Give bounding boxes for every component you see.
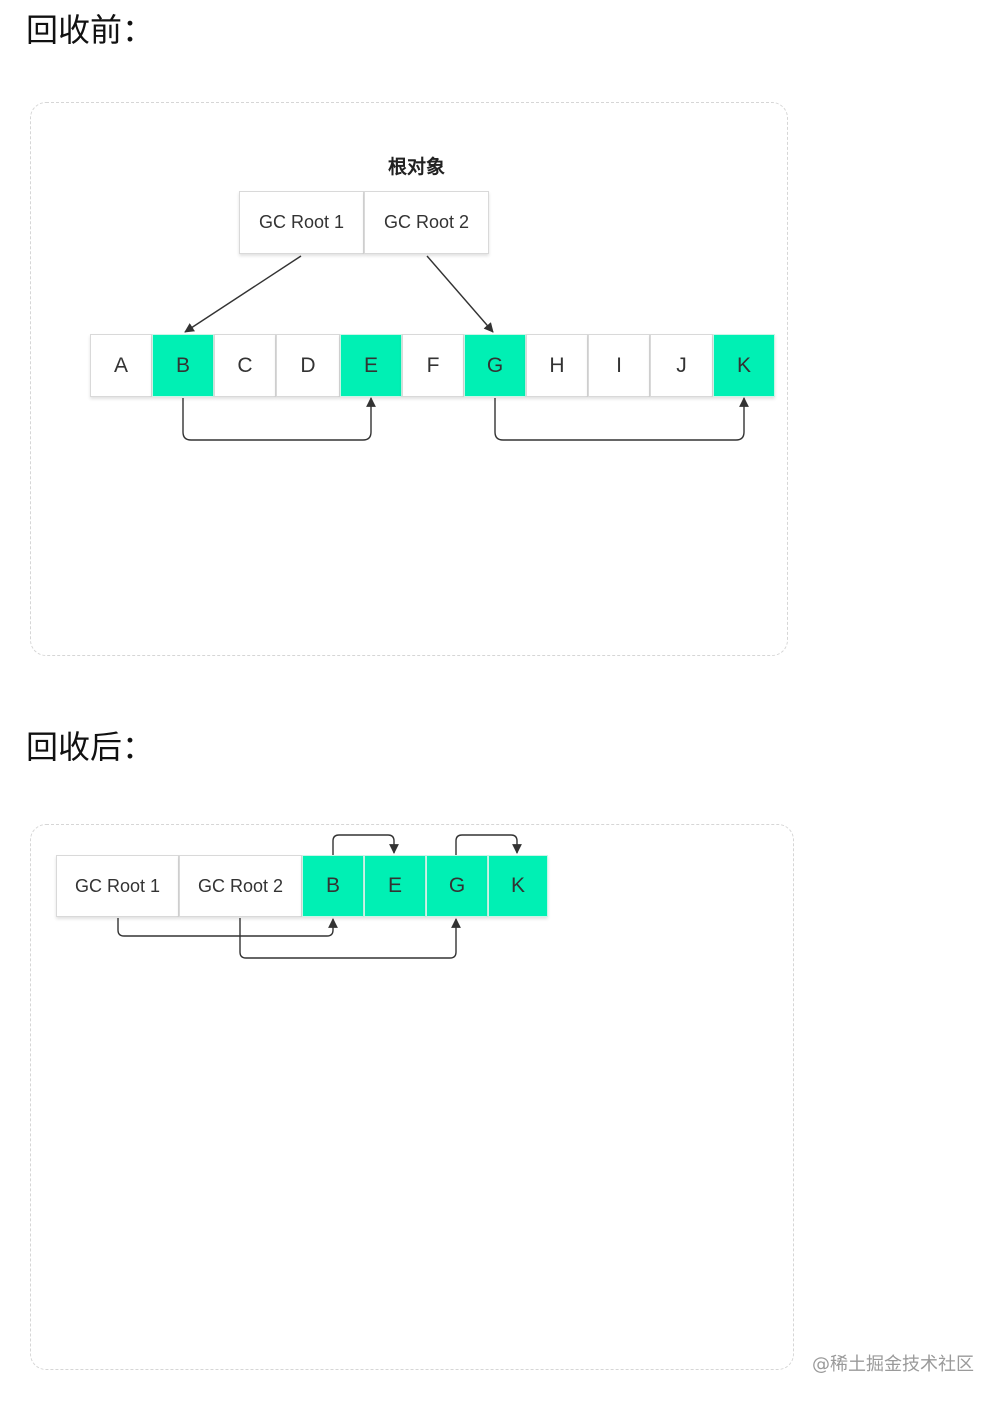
before-cell-e: E xyxy=(340,334,402,397)
before-cell-i: I xyxy=(588,334,650,397)
after-cell-e: E xyxy=(364,855,426,917)
before-cell-j: J xyxy=(650,334,713,397)
before-cell-g: G xyxy=(464,334,526,397)
after-panel xyxy=(30,824,794,1370)
edge-after-b-to-e xyxy=(332,834,399,855)
before-root-caption: 根对象 xyxy=(388,156,446,178)
before-panel xyxy=(30,102,788,656)
before-gc-root-2: GC Root 2 xyxy=(364,191,489,254)
before-cell-b: B xyxy=(152,334,214,397)
after-cell-b: B xyxy=(302,855,364,917)
after-heading: 回收后： xyxy=(26,728,155,766)
after-cell-k: K xyxy=(488,855,548,917)
before-gc-root-1: GC Root 1 xyxy=(239,191,364,254)
before-cell-a: A xyxy=(90,334,152,397)
watermark: @稀土掘金技术社区 xyxy=(812,1354,974,1375)
before-cell-d: D xyxy=(276,334,340,397)
edge-root2-to-g xyxy=(426,255,494,333)
after-gc-root-2: GC Root 2 xyxy=(179,855,302,917)
before-cell-f: F xyxy=(402,334,464,397)
edge-root1-to-b xyxy=(184,255,302,333)
edge-after-root1-to-b xyxy=(117,918,338,937)
after-cell-g: G xyxy=(426,855,488,917)
before-cell-h: H xyxy=(526,334,588,397)
edge-after-root2-to-g xyxy=(239,918,461,959)
before-cell-c: C xyxy=(214,334,276,397)
edge-b-to-e xyxy=(182,397,376,441)
edge-after-g-to-k xyxy=(455,834,522,855)
before-cell-k: K xyxy=(713,334,775,397)
after-gc-root-1: GC Root 1 xyxy=(56,855,179,917)
edge-g-to-k xyxy=(494,397,749,441)
before-heading: 回收前： xyxy=(26,11,155,49)
